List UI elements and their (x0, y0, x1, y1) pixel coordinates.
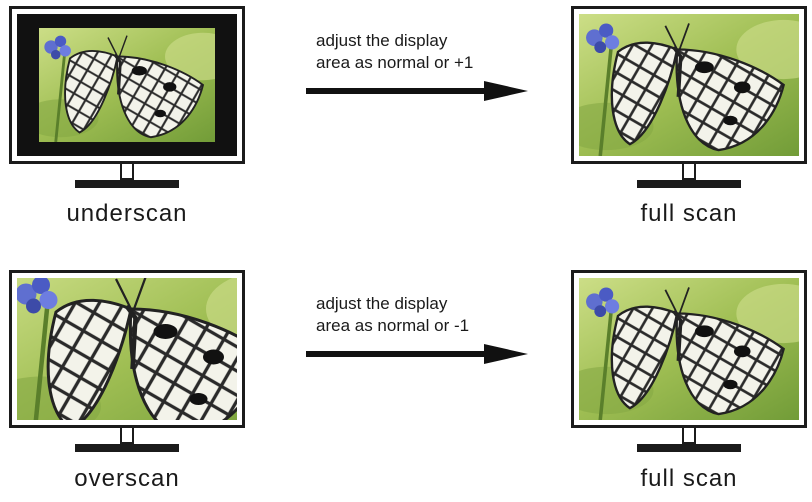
butterfly-image (579, 278, 799, 420)
butterfly-image (17, 278, 237, 420)
instruction-text: adjust the display area as normal or +1 (316, 30, 556, 74)
monitor-neck (120, 164, 134, 180)
overscan-screen (17, 278, 237, 420)
fullscan-screen (579, 14, 799, 156)
underscan-monitor (9, 6, 245, 188)
butterfly-image (39, 28, 215, 142)
monitor-neck (682, 164, 696, 180)
instruction-text: adjust the display area as normal or -1 (316, 293, 556, 337)
monitor-neck (682, 428, 696, 444)
fullscan-monitor (571, 270, 807, 452)
instruction-line-1: adjust the display (316, 30, 556, 52)
fullscan-screen (579, 278, 799, 420)
source-caption: underscan (9, 200, 245, 228)
monitor-foot (637, 180, 741, 188)
monitor-foot (75, 444, 179, 452)
instruction-line-1: adjust the display (316, 293, 556, 315)
monitor-neck (120, 428, 134, 444)
instruction-line-2: area as normal or -1 (316, 315, 556, 337)
right-arrow-icon (306, 344, 528, 364)
target-caption: full scan (571, 465, 807, 493)
instruction-line-2: area as normal or +1 (316, 52, 556, 74)
fullscan-monitor (571, 6, 807, 188)
monitor-foot (75, 180, 179, 188)
underscan-screen (17, 14, 237, 156)
right-arrow-icon (306, 81, 528, 101)
overscan-monitor (9, 270, 245, 452)
monitor-foot (637, 444, 741, 452)
target-caption: full scan (571, 200, 807, 228)
source-caption: overscan (9, 465, 245, 493)
butterfly-image (579, 14, 799, 156)
